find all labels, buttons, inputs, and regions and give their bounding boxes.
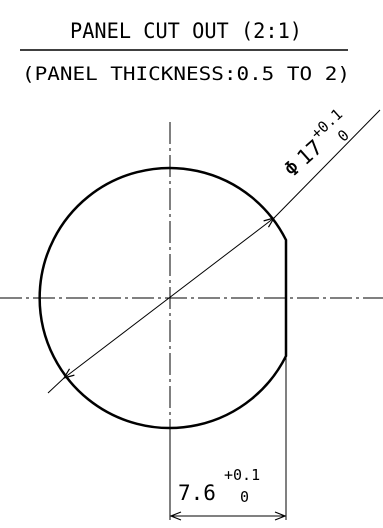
flat-upper-tolerance: +0.1 [224,466,260,484]
drawing-subtitle: (PANEL THICKNESS:0.5 TO 2) [22,63,350,85]
cutout-outline [38,166,288,430]
diameter-leader-line [273,109,381,219]
diameter-lower-tolerance: 0 [334,126,353,145]
drawing-title: PANEL CUT OUT (2:1) [70,19,302,43]
diameter-leader-extension [47,377,65,394]
flat-lower-tolerance: 0 [240,488,249,506]
svg-text:Φ17: Φ17 [279,135,327,182]
diameter-value: 17 [292,135,327,170]
diameter-dimension-line [62,217,276,379]
flat-value: 7.6 [178,481,216,505]
